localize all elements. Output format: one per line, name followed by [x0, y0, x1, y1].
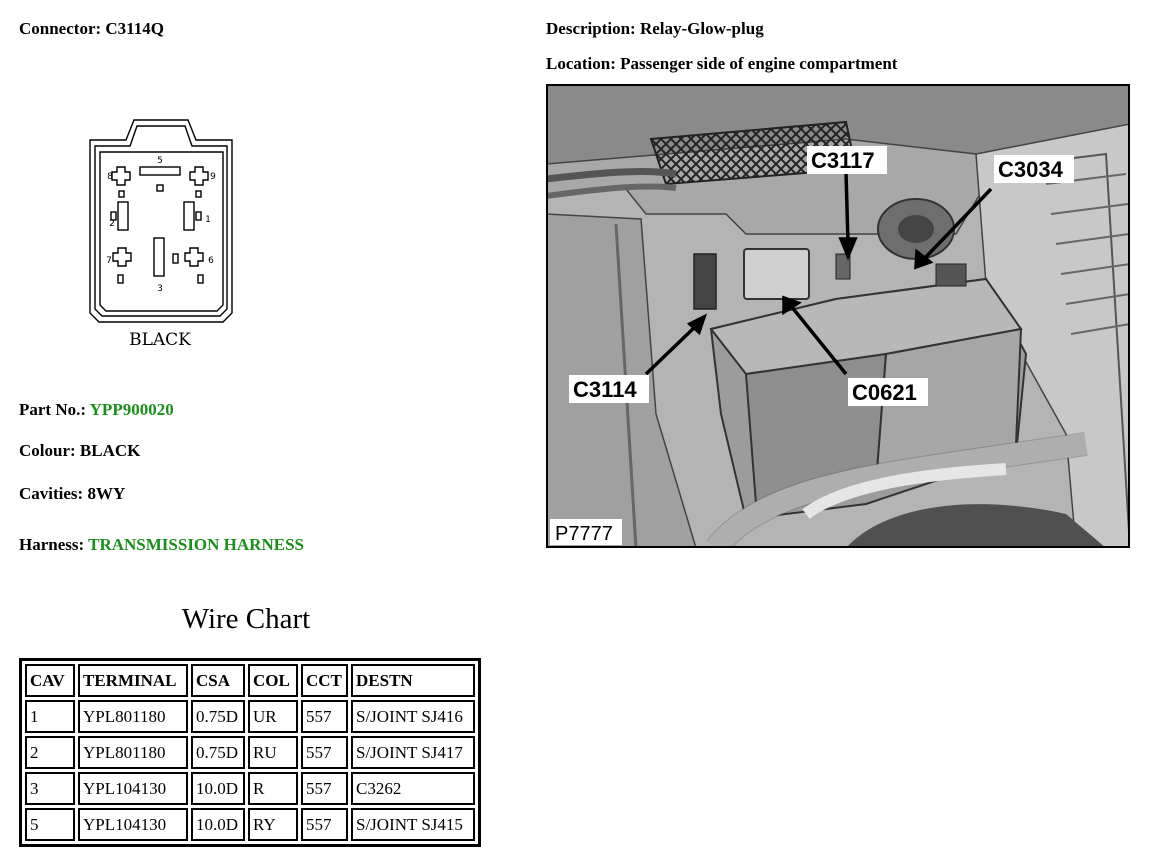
- part-number-line: Part No.: YPP900020: [19, 400, 174, 420]
- location-photo: C3117 C3034 C3114 C0621 P7777: [546, 84, 1130, 548]
- column-header-cav: CAV: [25, 664, 75, 697]
- colour-label: Colour:: [19, 441, 76, 460]
- cell-cav: 3: [25, 772, 75, 805]
- cavities-value: 8WY: [87, 484, 126, 503]
- cell-csa: 10.0D: [191, 772, 245, 805]
- cell-col: UR: [248, 700, 298, 733]
- pin-label-1: 1: [205, 215, 211, 225]
- cell-cav: 1: [25, 700, 75, 733]
- cell-destn: S/JOINT SJ415: [351, 808, 475, 841]
- colour-value: BLACK: [79, 441, 141, 460]
- diagram-colour-label: BLACK: [129, 330, 191, 350]
- harness-label: Harness:: [19, 535, 85, 554]
- cell-destn: C3262: [351, 772, 475, 805]
- cell-col: RU: [248, 736, 298, 769]
- cell-terminal: YPL104130: [78, 808, 188, 841]
- colour-line: Colour: BLACK: [19, 441, 140, 461]
- wire-chart-table: CAV TERMINAL CSA COL CCT DESTN 1 YPL8011…: [19, 658, 481, 847]
- callout-c0621: C0621: [852, 380, 917, 405]
- connector-face-diagram: 5 8 9 2 1 7 6 3 BLACK: [89, 119, 233, 350]
- column-header-destn: DESTN: [351, 664, 475, 697]
- part-number-link[interactable]: YPP900020: [89, 400, 174, 419]
- pin-label-9: 9: [210, 172, 216, 182]
- photo-ref: P7777: [555, 523, 613, 545]
- cell-cav: 2: [25, 736, 75, 769]
- cell-csa: 0.75D: [191, 736, 245, 769]
- cell-cct: 557: [301, 736, 348, 769]
- pin-label-8: 8: [107, 172, 113, 182]
- cavities-label: Cavities:: [19, 484, 84, 503]
- table-row: 3 YPL104130 10.0D R 557 C3262: [25, 772, 475, 805]
- table-row: 1 YPL801180 0.75D UR 557 S/JOINT SJ416: [25, 700, 475, 733]
- cell-col: R: [248, 772, 298, 805]
- pin-label-6: 6: [208, 256, 214, 266]
- pin-label-7: 7: [106, 256, 112, 266]
- callout-c3114: C3114: [573, 377, 637, 402]
- cell-destn: S/JOINT SJ416: [351, 700, 475, 733]
- column-header-cct: CCT: [301, 664, 348, 697]
- callout-c3034: C3034: [998, 157, 1064, 182]
- cell-cct: 557: [301, 808, 348, 841]
- cell-terminal: YPL801180: [78, 700, 188, 733]
- table-row: 2 YPL801180 0.75D RU 557 S/JOINT SJ417: [25, 736, 475, 769]
- callout-c3117: C3117: [811, 148, 875, 173]
- connector-line: Connector: C3114Q: [19, 19, 164, 39]
- harness-line: Harness: TRANSMISSION HARNESS: [19, 535, 304, 555]
- column-header-csa: CSA: [191, 664, 245, 697]
- connector-label: Connector:: [19, 19, 102, 38]
- cell-terminal: YPL104130: [78, 772, 188, 805]
- cell-csa: 0.75D: [191, 700, 245, 733]
- harness-link[interactable]: TRANSMISSION HARNESS: [88, 535, 304, 554]
- location-line: Location: Passenger side of engine compa…: [546, 54, 897, 74]
- cell-cav: 5: [25, 808, 75, 841]
- cell-cct: 557: [301, 772, 348, 805]
- cell-csa: 10.0D: [191, 808, 245, 841]
- table-row: 5 YPL104130 10.0D RY 557 S/JOINT SJ415: [25, 808, 475, 841]
- cell-terminal: YPL801180: [78, 736, 188, 769]
- cell-destn: S/JOINT SJ417: [351, 736, 475, 769]
- pin-label-2: 2: [109, 219, 115, 229]
- pin-label-5: 5: [157, 156, 163, 166]
- part-number-label: Part No.:: [19, 400, 87, 419]
- wire-chart-title: Wire Chart: [181, 603, 311, 635]
- location-label: Location:: [546, 54, 616, 73]
- column-header-col: COL: [248, 664, 298, 697]
- pin-label-3: 3: [157, 284, 163, 294]
- column-header-terminal: TERMINAL: [78, 664, 188, 697]
- description-line: Description: Relay-Glow-plug: [546, 19, 764, 39]
- wire-chart-header-row: CAV TERMINAL CSA COL CCT DESTN: [25, 664, 475, 697]
- cell-cct: 557: [301, 700, 348, 733]
- description-value: Relay-Glow-plug: [639, 19, 764, 38]
- cavities-line: Cavities: 8WY: [19, 484, 125, 504]
- location-value: Passenger side of engine compartment: [620, 54, 898, 73]
- cell-col: RY: [248, 808, 298, 841]
- connector-value: C3114Q: [105, 19, 164, 38]
- description-label: Description:: [546, 19, 636, 38]
